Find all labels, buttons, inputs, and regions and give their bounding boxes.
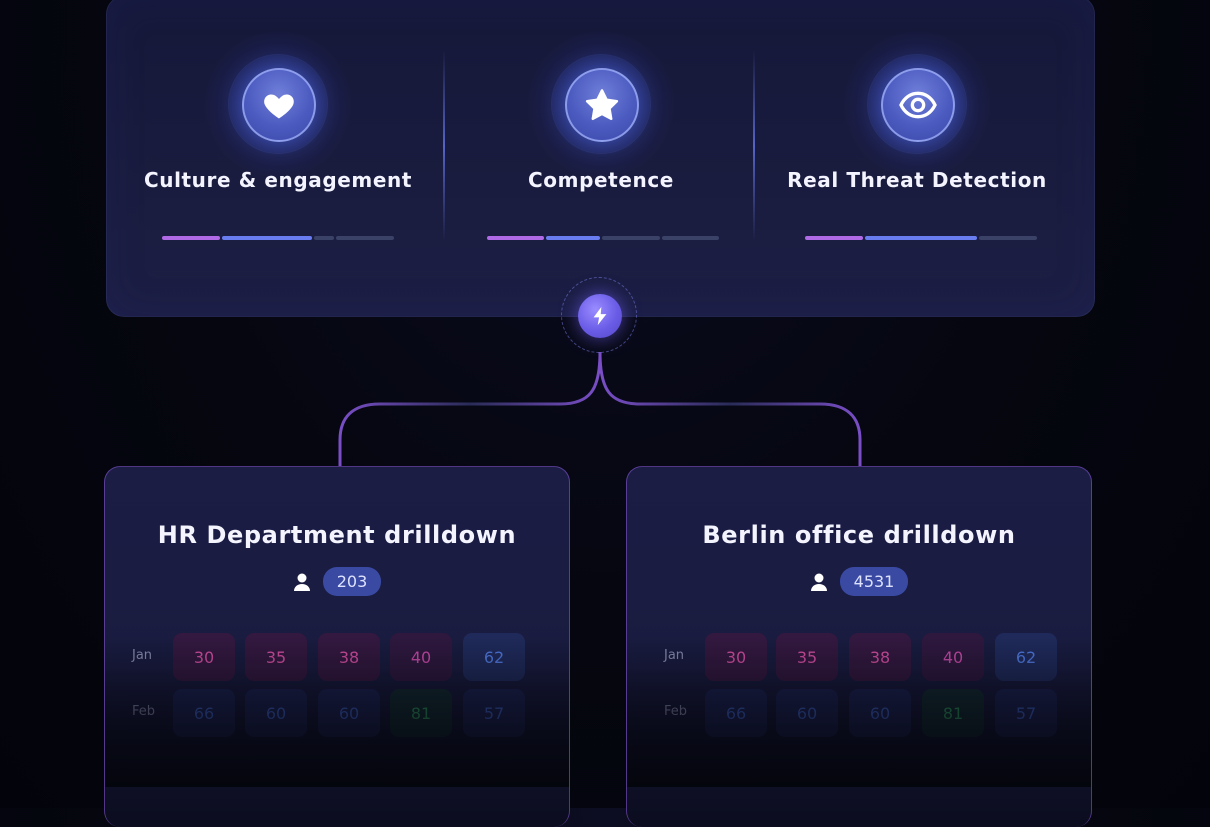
score-cell[interactable]: 60 (245, 689, 307, 737)
score-cell[interactable]: 40 (922, 633, 984, 681)
drilldown-card-hr[interactable]: HR Department drilldown 203 Jan 30 35 38… (104, 466, 570, 827)
score-cell[interactable]: 38 (849, 633, 911, 681)
member-count: 203 (105, 567, 569, 596)
score-cell[interactable]: 30 (705, 633, 767, 681)
score-cell[interactable]: 40 (390, 633, 452, 681)
card-title: Berlin office drilldown (702, 521, 1016, 549)
metric-label: Competence (528, 168, 674, 192)
row-label: Jan (132, 648, 153, 663)
progress-bar (162, 236, 394, 240)
card-title: HR Department drilldown (157, 521, 517, 549)
lightning-icon[interactable] (578, 294, 622, 338)
metrics-panel (106, 0, 1095, 317)
star-icon (565, 68, 639, 142)
score-cell[interactable]: 66 (173, 689, 235, 737)
score-cell[interactable]: 35 (245, 633, 307, 681)
divider (443, 50, 445, 242)
score-cell[interactable]: 38 (318, 633, 380, 681)
score-cell[interactable]: 35 (776, 633, 838, 681)
user-icon (293, 573, 310, 591)
metric-competence[interactable]: Competence (441, 0, 761, 300)
metric-culture[interactable]: Culture & engagement (118, 0, 438, 300)
score-cell[interactable]: 30 (173, 633, 235, 681)
metric-threat-detection[interactable]: Real Threat Detection (757, 0, 1077, 300)
row-label: Feb (664, 704, 688, 719)
user-icon (810, 573, 827, 591)
progress-bar (805, 236, 1037, 240)
row-label: Feb (132, 704, 156, 719)
count-badge: 203 (322, 567, 382, 596)
metric-label: Real Threat Detection (787, 168, 1047, 192)
score-cell[interactable]: 62 (463, 633, 525, 681)
hub-ring (561, 277, 637, 353)
score-cell[interactable]: 60 (318, 689, 380, 737)
progress-bar (487, 236, 719, 240)
member-count: 4531 (627, 567, 1091, 596)
score-cell[interactable]: 60 (776, 689, 838, 737)
divider (753, 50, 755, 242)
count-badge: 4531 (839, 567, 909, 596)
heart-icon (242, 68, 316, 142)
eye-icon (881, 68, 955, 142)
score-cell[interactable]: 66 (705, 689, 767, 737)
score-cell[interactable]: 57 (995, 689, 1057, 737)
score-cell[interactable]: 57 (463, 689, 525, 737)
row-label: Jan (664, 648, 685, 663)
score-cell[interactable]: 60 (849, 689, 911, 737)
score-cell[interactable]: 81 (922, 689, 984, 737)
drilldown-card-berlin[interactable]: Berlin office drilldown 4531 Jan 30 35 3… (626, 466, 1092, 827)
score-cell[interactable]: 62 (995, 633, 1057, 681)
metric-label: Culture & engagement (143, 168, 413, 192)
score-cell[interactable]: 81 (390, 689, 452, 737)
